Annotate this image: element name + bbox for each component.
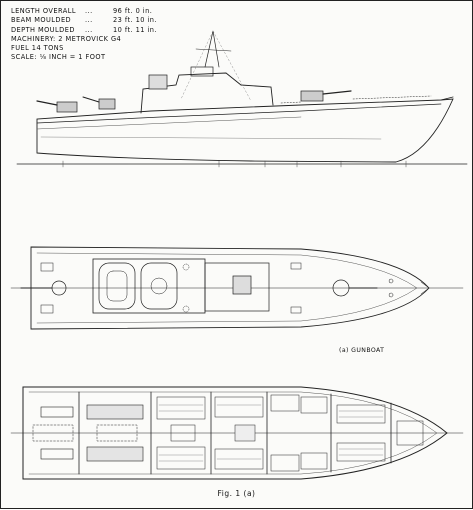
spec-dots: ... (85, 16, 93, 25)
forward-gun-barrel (322, 90, 352, 95)
midship-gun-barrel (82, 96, 100, 103)
hull-outline (36, 98, 454, 163)
spec-length-value: 96 ft. 0 in. (113, 7, 153, 15)
funnel (148, 74, 168, 90)
stem (440, 96, 454, 101)
below-deck-arrangement-view (10, 386, 464, 480)
spec-beam: BEAM MOULDED ... 23 ft. 10 in. (11, 16, 171, 25)
plan-view-label: (a) GUNBOAT (339, 347, 385, 354)
mast-yard (195, 48, 232, 52)
guard-rail (280, 95, 432, 104)
bulkheads (78, 391, 392, 475)
mast (204, 30, 220, 68)
bridge-plan-inner (106, 270, 128, 302)
wheelhouse-plan (140, 262, 178, 310)
specification-block: LENGTH OVERALL ... 96 ft. 0 in. BEAM MOU… (11, 7, 171, 63)
aft-gun-mount (56, 101, 78, 113)
spec-depth-label: DEPTH MOULDED (11, 25, 75, 34)
midship-gun-mount (98, 98, 116, 110)
engines (40, 404, 144, 462)
funnel-plan (232, 275, 252, 295)
compartments (156, 394, 424, 472)
spec-beam-label: BEAM MOULDED (11, 16, 72, 25)
spec-length: LENGTH OVERALL ... 96 ft. 0 in. (11, 7, 171, 16)
spec-depth-value: 10 ft. 11 in. (113, 25, 157, 34)
deck-inner-line (36, 252, 418, 324)
deckhouse (92, 258, 206, 314)
forward-gun-mount (300, 90, 324, 102)
bridge-plan (98, 262, 136, 310)
spec-dots: ... (85, 7, 93, 15)
hull-plan-outline (22, 386, 448, 480)
deck-fittings (40, 262, 430, 314)
deck-plan-view (10, 246, 464, 330)
bunks-and-lockers (158, 404, 384, 462)
chine-line (40, 136, 382, 140)
bridge-superstructure (140, 72, 274, 114)
compass-platform (150, 277, 168, 295)
spec-machinery: MACHINERY: 2 METROVICK G4 (11, 34, 122, 43)
sheer-line (36, 116, 302, 130)
bridge-top (190, 66, 214, 77)
aft-gun-barrel (36, 100, 58, 106)
hull-plan-inner (28, 391, 438, 475)
engine-casing (204, 262, 270, 312)
rigging (180, 30, 252, 102)
spec-dots: ... (85, 25, 93, 34)
figure-caption: Fig. 1 (a) (217, 489, 256, 498)
spec-scale: SCALE: ⅛ INCH = 1 FOOT (11, 53, 106, 62)
spec-fuel: FUEL 14 TONS (11, 44, 64, 53)
spec-depth: DEPTH MOULDED ... 10 ft. 11 in. (11, 26, 171, 35)
deck-line (36, 103, 442, 124)
spec-beam-value: 23 ft. 10 in. (113, 16, 157, 25)
spec-length-label: LENGTH OVERALL (11, 7, 76, 15)
station-marks (62, 160, 407, 168)
profile-elevation-view (16, 30, 468, 168)
